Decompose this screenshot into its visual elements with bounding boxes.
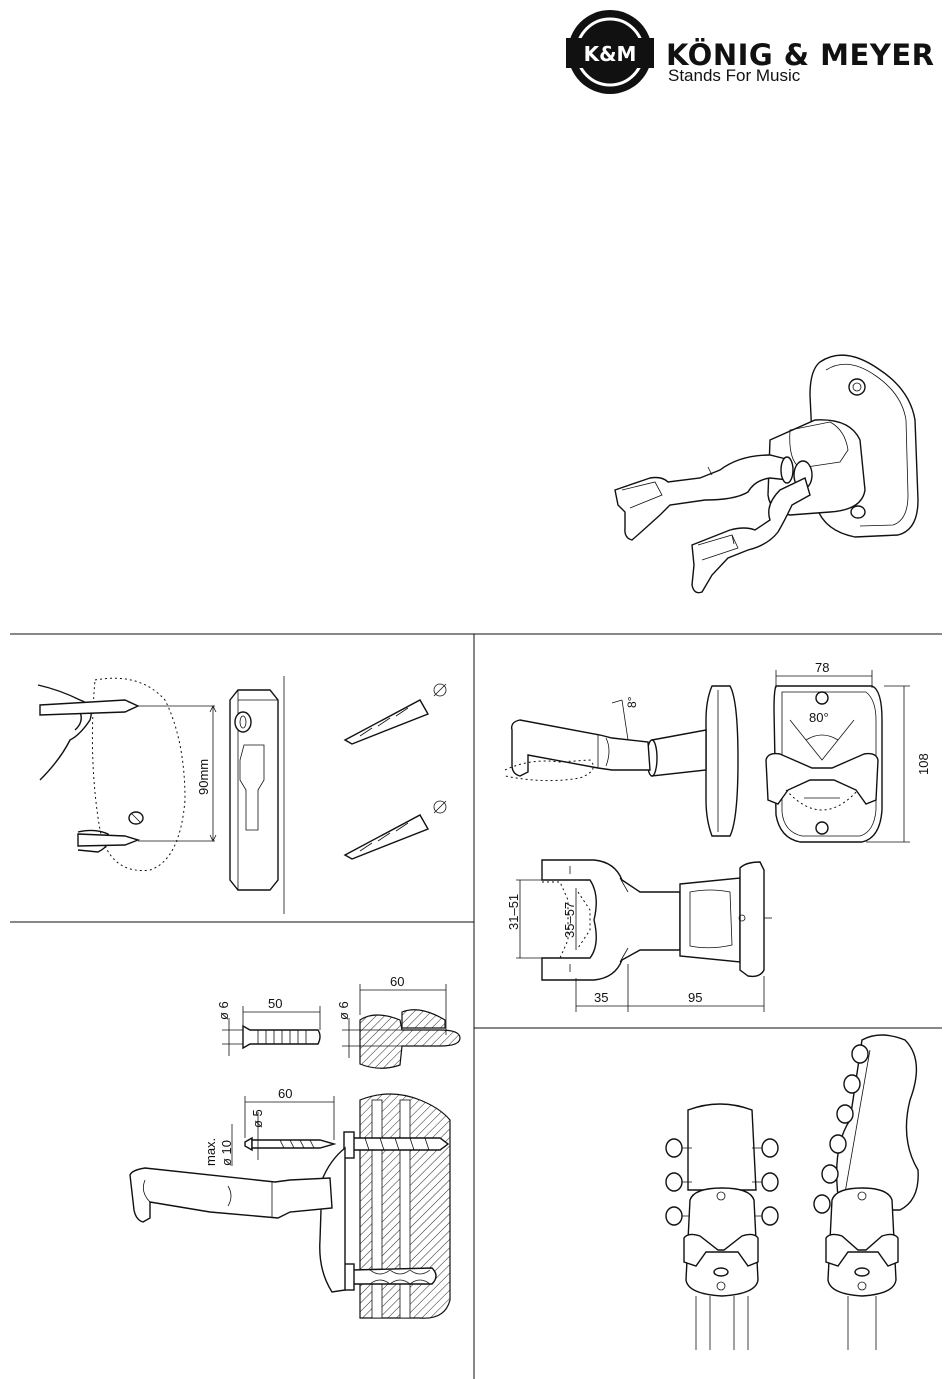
max-label: max. — [203, 1138, 218, 1166]
wood-screw-diameter-label: ø 5 — [250, 1109, 265, 1128]
front-angle-label: 80° — [809, 710, 829, 725]
hole-diameter-label: ø 6 — [336, 1001, 351, 1020]
hole-depth-label: 60 — [390, 974, 404, 989]
logo-text: K&M — [584, 42, 637, 66]
km-logo-icon: K&M — [566, 10, 654, 94]
arm-length-label: 35 — [594, 990, 608, 1005]
dimension-drawings: 8° 80° 78 108 31–51 — [505, 660, 931, 1012]
outer-range-label: 31–51 — [506, 894, 521, 930]
brand-tagline: Stands For Music — [668, 66, 800, 86]
step-mark-holes-illustration: 90mm — [38, 676, 446, 914]
headstock-usage-illustration — [666, 1035, 918, 1350]
screw-diameter-label: ø 6 — [216, 1001, 231, 1020]
height-label: 108 — [916, 753, 931, 775]
wood-screw-length-label: 60 — [278, 1086, 292, 1101]
guitar-wall-mount-illustration — [615, 355, 918, 593]
body-length-label: 95 — [688, 990, 702, 1005]
hole-distance-label: 90mm — [196, 759, 211, 795]
inner-range-label: 35–57 — [562, 902, 577, 938]
side-angle-label: 8° — [625, 696, 639, 708]
step-screw-wall-illustration: ø 6 50 ø 6 60 60 ø 5 max. ø 10 — [130, 974, 460, 1318]
screw-length-label: 50 — [268, 996, 282, 1011]
width-label: 78 — [815, 660, 829, 675]
head-diameter-label: ø 10 — [219, 1140, 234, 1166]
